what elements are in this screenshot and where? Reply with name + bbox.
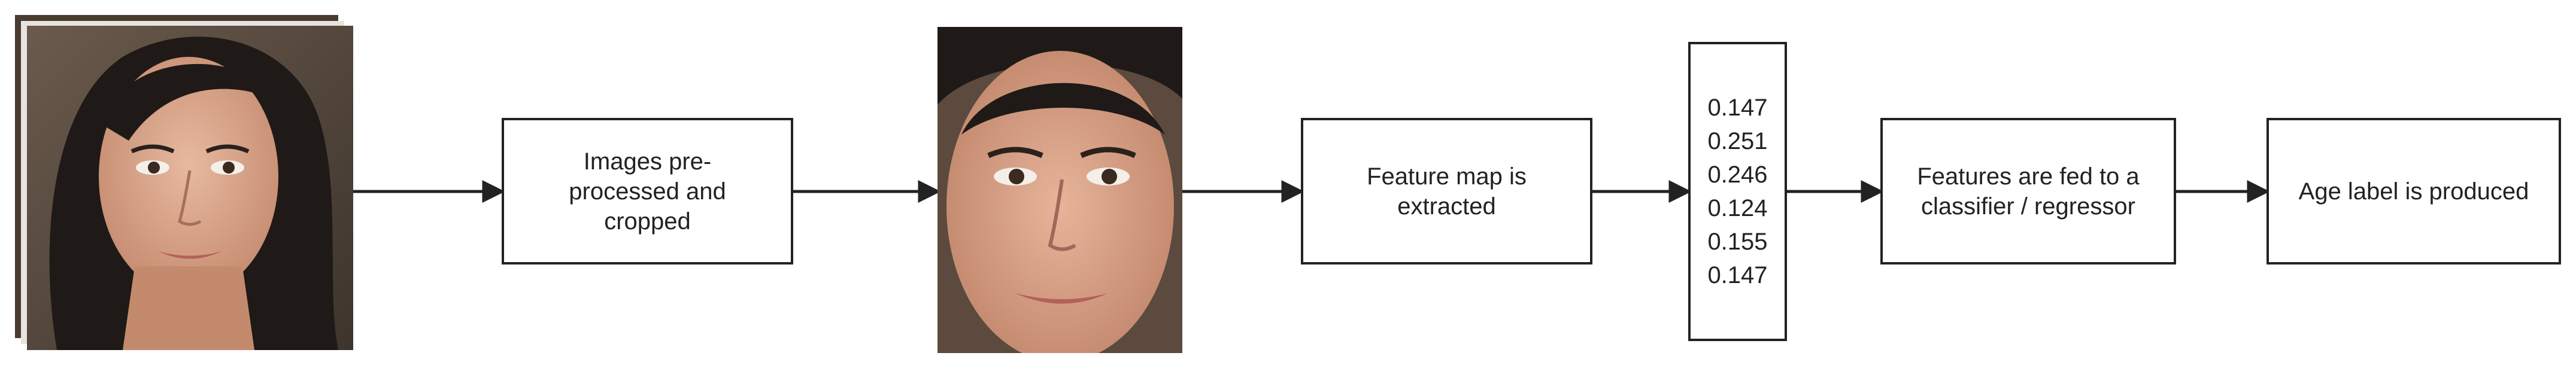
feature-value: 0.124 (1707, 195, 1768, 221)
feature-value: 0.251 (1707, 128, 1768, 154)
feature-value: 0.155 (1707, 229, 1768, 255)
step-output-label: Age label is produced (2298, 178, 2529, 205)
step-output-box: Age label is produced (2266, 118, 2561, 264)
feature-value: 0.147 (1707, 262, 1768, 288)
step-classify-label: Features are fed to a classifier / regre… (1917, 163, 2140, 220)
feature-value: 0.246 (1707, 162, 1768, 188)
step-classify-box: Features are fed to a classifier / regre… (1880, 118, 2176, 264)
input-image-stack (15, 15, 353, 350)
step-preprocess-box: Images pre- processed and cropped (502, 118, 793, 264)
feature-vector-box: 0.147 0.251 0.246 0.124 0.155 0.147 (1688, 42, 1787, 341)
step-preprocess-label: Images pre- processed and cropped (569, 148, 726, 235)
step-extract-box: Feature map is extracted (1301, 118, 1592, 264)
cropped-face-image (937, 27, 1182, 353)
step-extract-label: Feature map is extracted (1367, 163, 1527, 220)
feature-value: 0.147 (1707, 95, 1768, 121)
